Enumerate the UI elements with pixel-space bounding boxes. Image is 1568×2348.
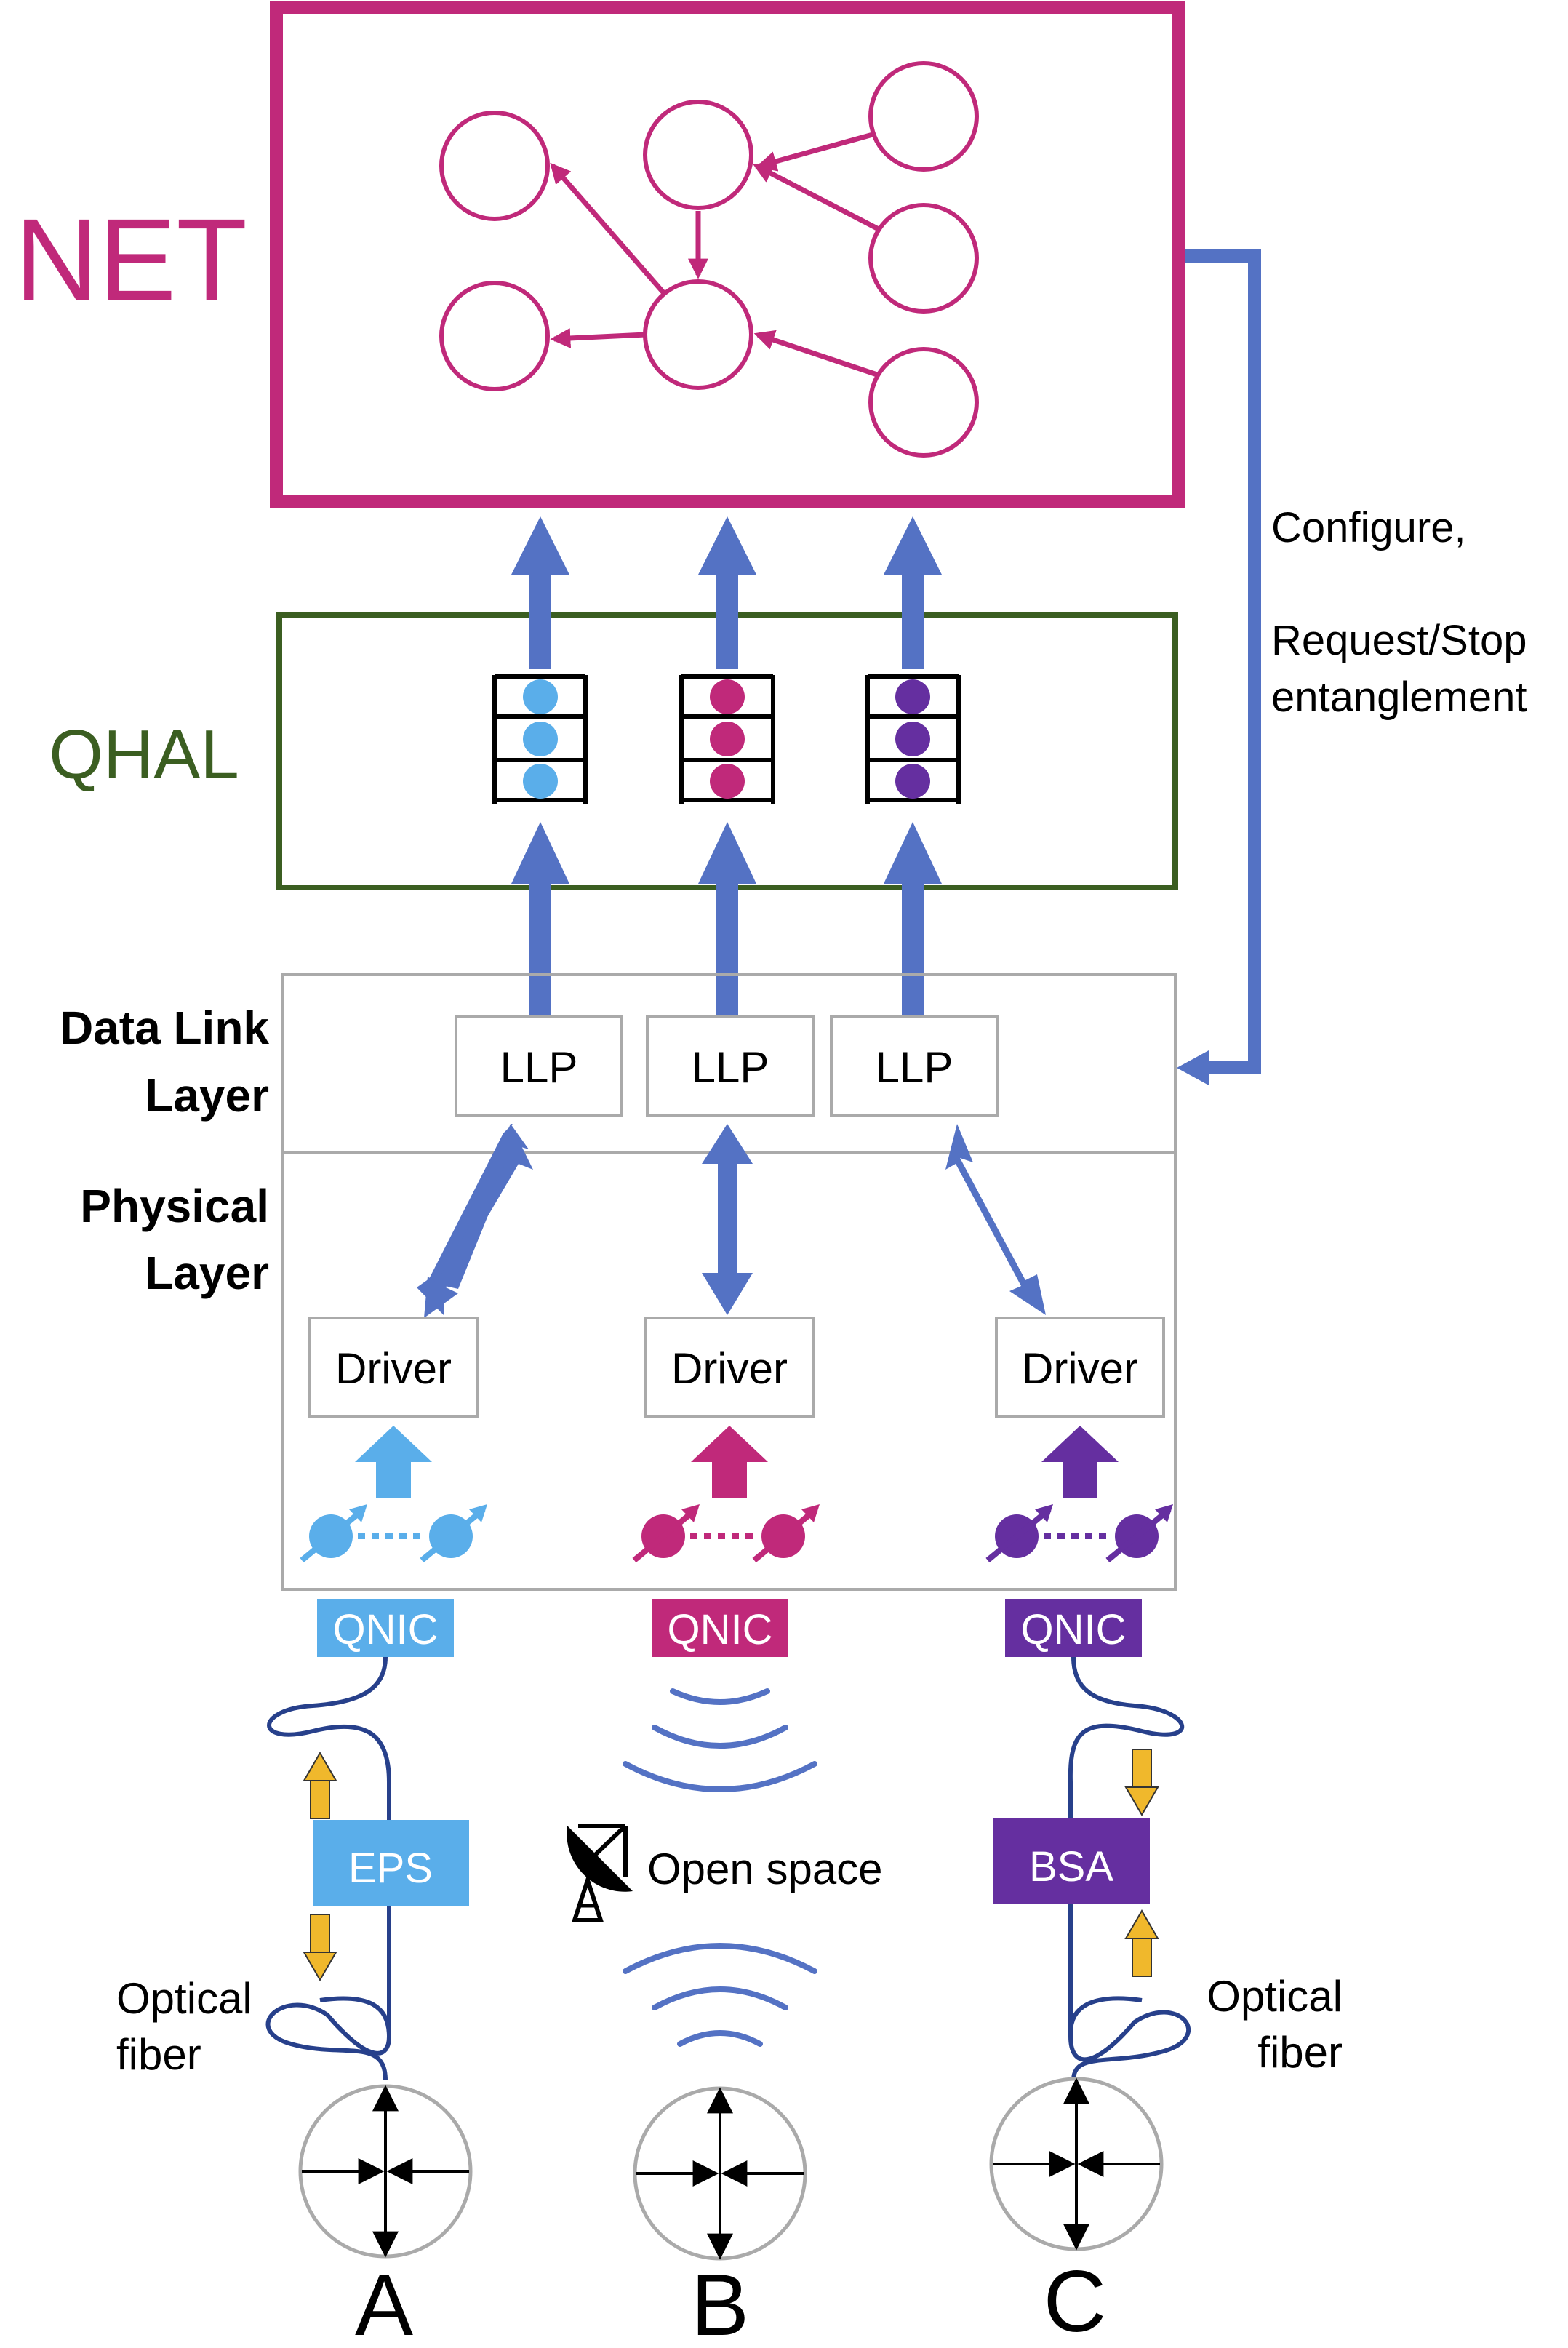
queue-icon [865,674,961,804]
up-arrow-blue [355,1426,432,1498]
bsa-label: BSA [1029,1843,1113,1890]
up-arrow-col-c [884,516,942,1018]
optical-fiber-cable [265,1656,391,2081]
physical-label-2: Layer [145,1247,269,1299]
satellite-dish-icon [567,1824,633,1922]
graph-node [439,111,550,221]
router-icon [298,2084,473,2259]
photon-arrow-down [303,1914,337,1981]
up-arrow-col-a [511,516,569,1018]
qnic-badge: QNIC [1005,1599,1142,1657]
graph-edge [550,162,665,295]
graph-edge [550,327,647,348]
node-label-b: B [691,2256,749,2348]
bidir-arrow-col-c [945,1124,1046,1315]
graph-edge [756,132,873,172]
qnic-badge: QNIC [317,1599,454,1657]
llp-box: LLP [455,1015,623,1117]
photon-arrow-up [303,1752,337,1819]
wave-signal-top [623,1688,817,1792]
graph-edge [753,163,880,232]
qnic-label: QNIC [1021,1606,1127,1653]
graph-node [868,347,979,458]
driver-label: Driver [335,1344,452,1393]
bsa-box [993,1818,1150,1904]
eps-box [313,1820,469,1906]
driver-label: Driver [671,1344,788,1393]
photon-arrow-down [1124,1749,1159,1816]
qnic-label: QNIC [333,1606,439,1653]
data-link-label-2: Layer [145,1069,269,1122]
side-note-line1: Configure, [1271,504,1466,551]
net-box [270,1,1185,508]
wave-signal-bottom [623,1943,817,2047]
router-icon [989,2077,1164,2251]
up-arrow-col-b [698,516,756,1018]
graph-node [643,279,753,390]
bidir-arrow-col-b [702,1124,753,1315]
qnic-badge: QNIC [652,1599,788,1657]
graph-edge [753,330,879,378]
llp-box: LLP [830,1015,999,1117]
net-label: NET [15,194,247,324]
graph-node [868,203,979,314]
entangled-qubit-pair-icon [985,1504,1173,1563]
fiber-label-left-2: fiber [116,2030,201,2079]
graph-node [643,100,753,210]
queue-icon [492,674,588,804]
node-label-c: C [1044,2253,1107,2348]
side-note-line3: entanglement [1271,674,1527,721]
fiber-label-right-2: fiber [1257,2028,1343,2077]
fiber-label-left-1: Optical [116,1974,252,2023]
driver-box: Driver [644,1317,815,1418]
data-link-label-1: Data Link [60,1002,269,1054]
driver-box: Driver [995,1317,1165,1418]
control-arrowhead [1177,1050,1209,1085]
open-space-link: Open space [567,1688,883,2047]
node-label-a: A [355,2256,413,2348]
bidirectional-arrows [417,1124,753,1315]
physical-layer: Physical Layer Driver Driver [80,1124,1177,1591]
net-graph [439,61,979,458]
net-graph-edges [550,132,880,378]
router-icon [633,2086,807,2261]
data-link-layer: Data Link Layer LLP LLP LLP [60,973,1177,1154]
qhal-label: QHAL [49,716,239,794]
entangled-qubit-pair-icon [632,1504,820,1563]
qhal-layer: QHAL [49,612,1178,890]
graph-node [439,281,550,391]
upward-arrows [511,516,942,1018]
up-arrow-magenta [691,1426,768,1498]
llp-box: LLP [646,1015,815,1117]
llp-label: LLP [500,1043,578,1092]
up-arrow-purple [1041,1426,1119,1498]
queue-icon [679,674,775,804]
driver-label: Driver [1022,1344,1138,1393]
photon-arrow-up [1124,1909,1159,1977]
graph-node [868,61,979,172]
eps-label: EPS [348,1845,433,1892]
driver-box: Driver [308,1317,479,1418]
optical-fiber-cable [1068,1656,1191,2081]
llp-label: LLP [876,1043,953,1092]
fiber-link-c: BSA Optical fiber [993,1656,1343,2081]
entangled-qubit-pair-icon [300,1504,487,1563]
bidir-arrow-col-a [424,1124,533,1318]
open-space-label: Open space [647,1845,883,1893]
side-note-line2: Request/Stop [1271,617,1527,664]
control-arrow: Configure, Request/Stop entanglement [1177,249,1527,1085]
llp-label: LLP [692,1043,769,1092]
physical-label-1: Physical [80,1180,269,1232]
net-layer: NET [15,1,1185,508]
qnic-label: QNIC [668,1606,773,1653]
fiber-link-a: EPS Optical fiber [116,1656,469,2081]
fiber-label-right-1: Optical [1207,1972,1343,2021]
